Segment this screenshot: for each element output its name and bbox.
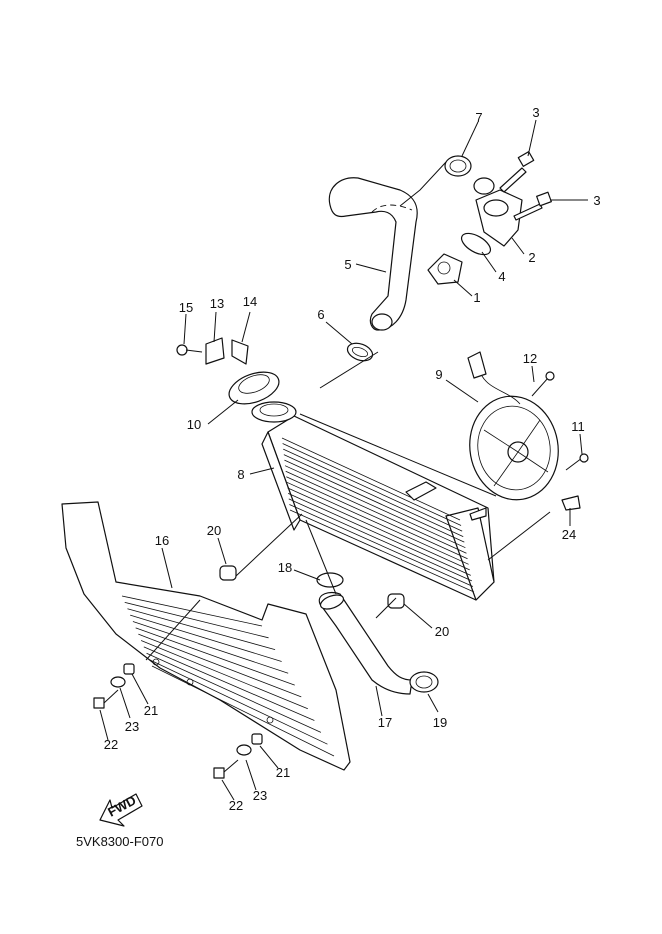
- callout-21-right: 21: [276, 765, 290, 780]
- callout-2: 2: [528, 250, 535, 265]
- radiator-fin: [286, 481, 469, 565]
- radiator-fin: [285, 470, 467, 554]
- radiator-hose-lower: [318, 591, 413, 695]
- callout-19: 19: [433, 715, 447, 730]
- cover-grille-slat: [140, 640, 308, 710]
- radiator-cover-16: [61, 501, 351, 771]
- cover-grille-slat: [135, 627, 295, 686]
- callout-23-right: 23: [253, 788, 267, 803]
- callout-10: 10: [187, 417, 201, 432]
- callout-12: 12: [523, 351, 537, 366]
- collar-21-left: [123, 663, 135, 675]
- bracket-14: [231, 339, 249, 365]
- assembly-lines: [145, 161, 551, 661]
- radiator-fin: [283, 454, 464, 537]
- hose-clamp-7: [444, 155, 472, 177]
- hose-clamp-19: [409, 671, 439, 693]
- radiator-fin: [282, 443, 462, 526]
- radiator-fin: [287, 487, 470, 571]
- callout-5: 5: [344, 257, 351, 272]
- cover-grille-slat: [121, 595, 263, 627]
- cover-grille-slat: [127, 608, 276, 651]
- callout-22-left: 22: [104, 737, 118, 752]
- cover-grille-slat: [143, 646, 315, 721]
- callout-20-right: 20: [435, 624, 449, 639]
- washer-23-right: [236, 744, 252, 756]
- hose-clamp-6: [346, 342, 374, 362]
- cover-grille-slat: [138, 633, 302, 698]
- radiator-fin: [284, 465, 466, 549]
- callout-1: 1: [473, 290, 480, 305]
- callout-20-left: 20: [207, 523, 221, 538]
- o-ring-4: [460, 232, 492, 256]
- radiator-fin: [289, 509, 475, 593]
- callout-14: 14: [243, 294, 257, 309]
- bracket-13: [205, 337, 225, 365]
- callout-21-left: 21: [144, 703, 158, 718]
- callout-16: 16: [155, 533, 169, 548]
- bolt-22-left: [93, 689, 119, 709]
- cover-grille-slat: [132, 621, 289, 674]
- cover-grille-slat: [146, 652, 322, 733]
- bolt-22-right: [213, 759, 239, 779]
- bolt-3-upper: [499, 151, 535, 193]
- callout-22-right: 22: [229, 798, 243, 813]
- clip-24: [561, 495, 581, 511]
- cover-grille-slat: [124, 601, 269, 639]
- thermostat-housing: [473, 177, 523, 247]
- radiator-fin: [288, 498, 473, 582]
- callout-6: 6: [317, 307, 324, 322]
- callout-24: 24: [562, 527, 576, 542]
- radiator-cap-10: [228, 371, 280, 405]
- callout-3-right: 3: [593, 193, 600, 208]
- bolt-3-right: [513, 191, 552, 221]
- radiator-fin: [283, 448, 463, 532]
- radiator-fin: [286, 476, 468, 560]
- callout-9: 9: [435, 367, 442, 382]
- callout-18: 18: [278, 560, 292, 575]
- radiator-hose-upper: [328, 177, 418, 331]
- radiator-8: [251, 401, 495, 601]
- callout-leaders: [99, 119, 588, 801]
- callout-23-left: 23: [125, 719, 139, 734]
- bolt-15: [176, 344, 203, 356]
- washer-23-left: [110, 676, 126, 688]
- callout-11: 11: [571, 419, 585, 434]
- radiator-fin: [289, 504, 474, 587]
- bolt-11: [565, 453, 589, 471]
- callout-4: 4: [498, 269, 505, 284]
- cover-grille-slat: [151, 665, 335, 757]
- grommet-20-right: [387, 593, 405, 609]
- grommet-20-left: [219, 565, 237, 581]
- cover-grille-slat: [130, 614, 282, 662]
- fwd-arrow-icon: FWD: [99, 792, 143, 827]
- callout-3-top: 3: [532, 105, 539, 120]
- bolt-12: [531, 371, 555, 397]
- callout-17: 17: [378, 715, 392, 730]
- callout-8: 8: [237, 467, 244, 482]
- radiator-fin: [281, 437, 461, 521]
- radiator-fin: [287, 493, 471, 576]
- callout-15: 15: [179, 300, 193, 315]
- radiator-fin: [284, 459, 465, 543]
- thermostat-1: [427, 253, 463, 285]
- fan-motor-9: [467, 351, 559, 501]
- collar-21-right: [251, 733, 263, 745]
- diagram-code: 5VK8300-F070: [76, 834, 163, 849]
- callout-7: 7: [475, 110, 482, 125]
- callout-13: 13: [210, 296, 224, 311]
- cover-grille-slat: [149, 659, 328, 745]
